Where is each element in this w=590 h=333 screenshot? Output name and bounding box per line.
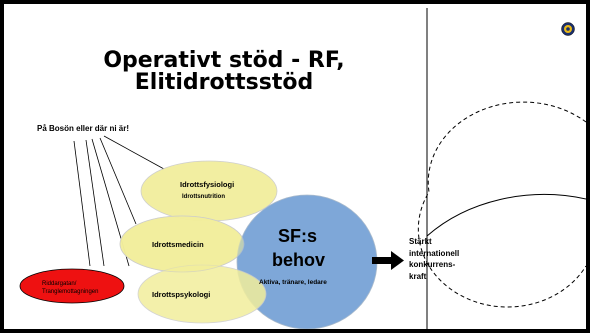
label-riddargatan: Riddargatan/ Tranglemottagningen: [42, 280, 112, 296]
slide-title: Operativt stöd - RF, Elitidrottsstöd: [74, 50, 374, 94]
title-line-1: Operativt stöd - RF,: [103, 48, 345, 73]
label-idrottsmedicin: Idrottsmedicin: [152, 240, 204, 249]
title-line-2: Elitidrottsstöd: [134, 70, 314, 95]
ellipse-riddargatan: [19, 268, 125, 304]
label-riddargatan-line-2: Tranglemottagningen: [42, 289, 99, 295]
label-sf-roles: Aktiva, tränare, ledare: [259, 279, 327, 286]
label-idrottspsykologi: Idrottspsykologi: [152, 290, 211, 299]
label-result-line-2: internationell: [409, 248, 460, 258]
label-idrottsnutrition: Idrottsnutrition: [182, 194, 225, 200]
diagram-canvas: [19, 8, 586, 329]
label-idrottsfysiologi: Idrottsfysiologi: [180, 180, 235, 189]
emblem-icon: [561, 22, 575, 36]
label-result: Stärkt internationell konkurrens- kraft: [409, 236, 469, 282]
label-sf-line-1: SF:s: [278, 226, 318, 246]
pointer-line: [99, 137, 137, 225]
label-result-line-3: konkurrens-: [409, 260, 456, 269]
right-arrow-icon: [372, 251, 404, 270]
pointer-line: [73, 140, 91, 267]
dashed-arc: [417, 101, 586, 308]
subtitle: På Bosön eller där ni är!: [37, 124, 130, 133]
pointer-line: [103, 135, 165, 170]
ellipse-medicin-overlap: [119, 215, 245, 273]
ellipse-idrottsfysiologi: [140, 160, 278, 222]
label-result-line-4: kraft: [409, 271, 427, 281]
label-riddargatan-line-1: Riddargatan/: [42, 281, 77, 287]
background-arc: [426, 193, 586, 237]
label-result-line-1: Stärkt: [409, 237, 432, 246]
pointer-line: [85, 139, 105, 267]
slide: Operativt stöd - RF, Elitidrottsstöd På …: [4, 4, 586, 329]
label-sf-line-2: behov: [272, 250, 326, 270]
